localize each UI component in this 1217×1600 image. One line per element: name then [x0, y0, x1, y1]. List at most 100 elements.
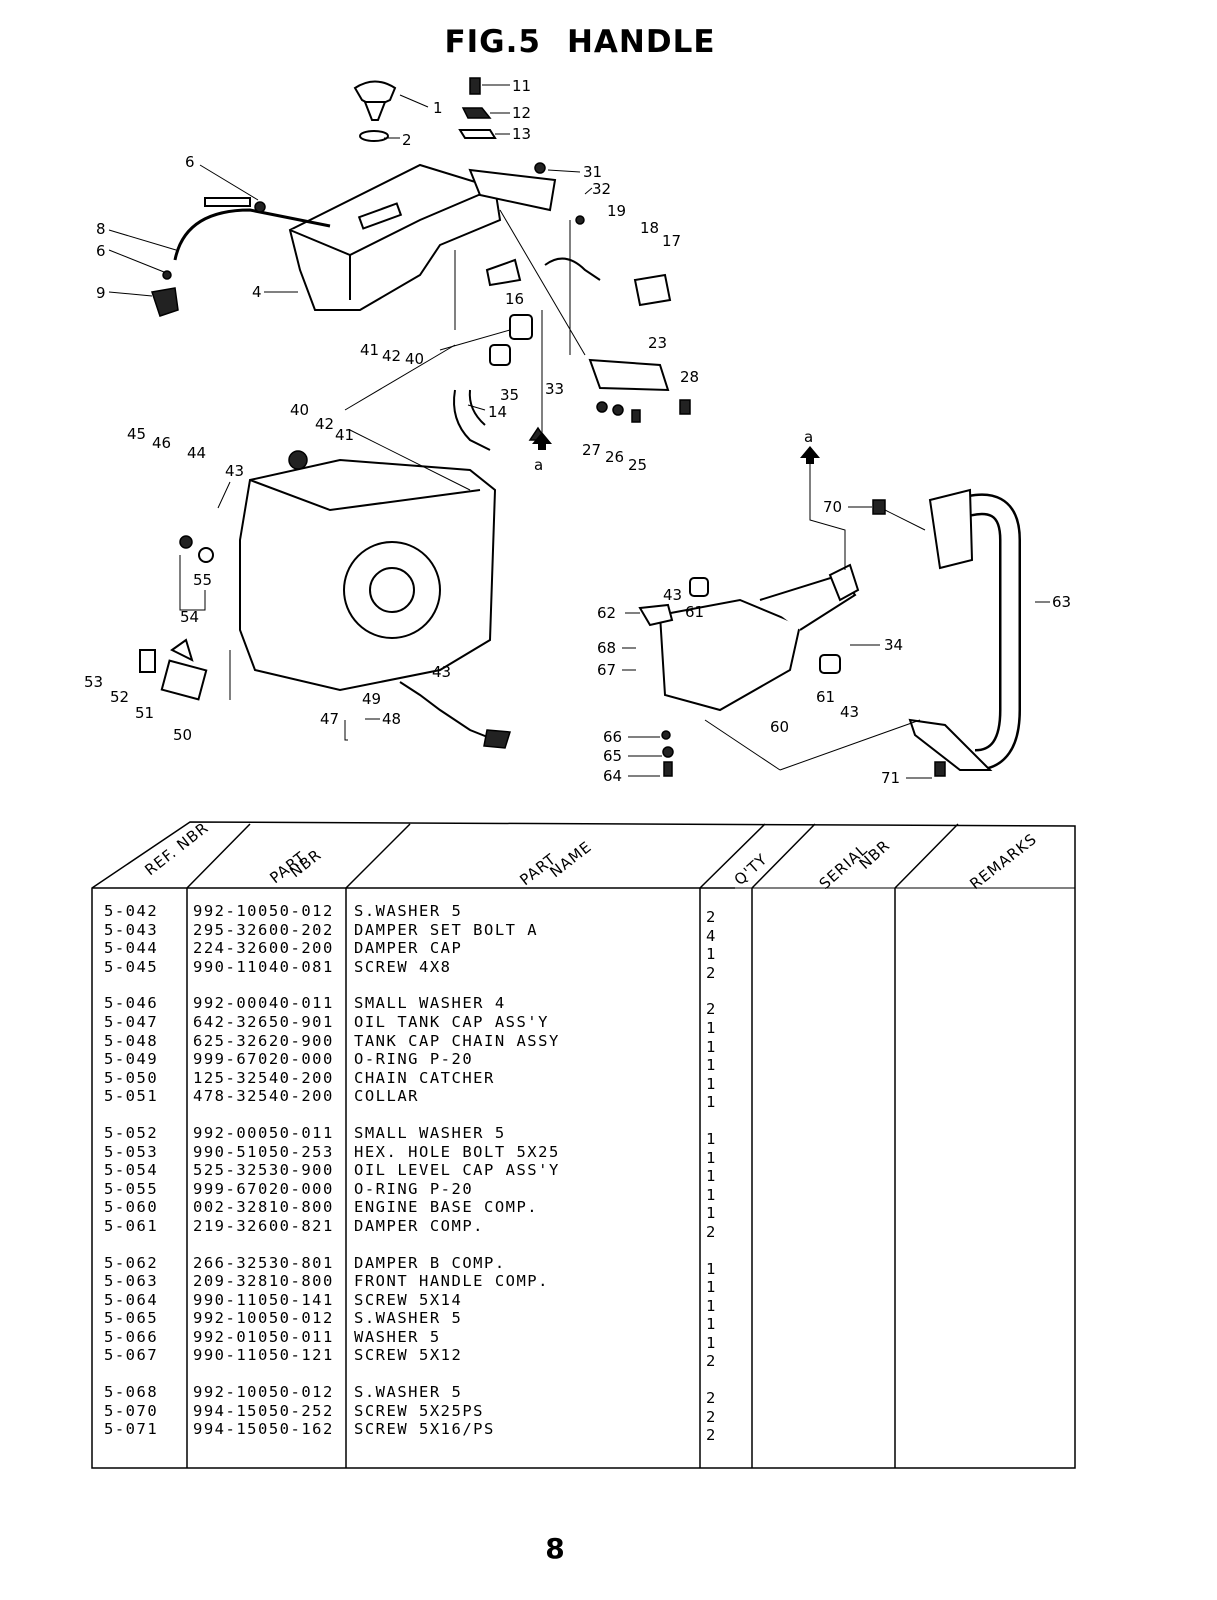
qty-cell: 2 — [706, 1407, 717, 1426]
ref-cell: 5-070 — [104, 1401, 159, 1420]
callout-51: 51 — [135, 704, 154, 722]
callout-61a: 61 — [685, 603, 704, 621]
callout-a-right: a — [804, 428, 813, 446]
figure-name: HANDLE — [566, 24, 716, 60]
ref-cell: 5-055 — [104, 1179, 159, 1198]
damper-parts-drawing — [453, 314, 691, 451]
oil-tank-drawing — [288, 163, 502, 311]
page-number: 8 — [545, 1532, 565, 1565]
part-cell: 224-32600-200 — [193, 939, 334, 958]
callout-71: 71 — [881, 769, 900, 787]
name-cell: DAMPER COMP. — [354, 1216, 484, 1235]
ref-cell: 5-060 — [104, 1198, 159, 1217]
callout-43d: 43 — [840, 703, 859, 721]
part-cell: 992-10050-012 — [193, 1383, 334, 1402]
arrow-a-markers — [532, 310, 846, 570]
callout-26: 26 — [605, 448, 624, 466]
part-cell: 990-11050-141 — [193, 1290, 334, 1309]
qty-cell: 2 — [706, 1000, 717, 1019]
name-cell: SCREW 5X12 — [354, 1346, 463, 1365]
ref-cell: 5-042 — [104, 902, 159, 920]
ref-cell: 5-066 — [104, 1327, 159, 1346]
callout-55: 55 — [193, 571, 212, 589]
callout-4: 4 — [252, 283, 262, 301]
callout-43a: 43 — [225, 462, 244, 480]
qty-cell: 4 — [706, 926, 717, 945]
callout-18: 18 — [640, 219, 659, 237]
callout-61b: 61 — [816, 688, 835, 706]
qty-cell: 2 — [706, 1352, 717, 1371]
callout-49: 49 — [362, 690, 381, 708]
part-cell: 002-32810-800 — [193, 1198, 334, 1217]
name-cell: SCREW 5X14 — [354, 1290, 463, 1309]
callout-40b: 40 — [290, 401, 309, 419]
top-bracket-drawing — [458, 77, 672, 307]
front-handle-drawing — [872, 488, 1021, 777]
callout-62: 62 — [597, 604, 616, 622]
name-cell: OIL LEVEL CAP ASS'Y — [354, 1161, 560, 1180]
part-cell: 478-32540-200 — [193, 1087, 334, 1106]
qty-cell: 1 — [706, 1093, 717, 1112]
name-cell: SMALL WASHER 5 — [354, 1123, 506, 1142]
part-cell: 295-32600-202 — [193, 920, 334, 939]
figure-number: FIG.5 — [444, 24, 541, 60]
ref-cell: 5-045 — [104, 957, 159, 976]
qty-cell: 1 — [706, 1018, 717, 1037]
callout-28: 28 — [680, 368, 699, 386]
name-cell: SCREW 5X25PS — [354, 1401, 484, 1420]
callout-12: 12 — [512, 104, 531, 122]
callout-a-left: a — [534, 456, 543, 474]
callout-6a: 6 — [185, 153, 195, 171]
callout-2: 2 — [402, 131, 412, 149]
engine-crankcase-drawing — [139, 450, 511, 749]
callout-66: 66 — [603, 728, 622, 746]
callout-23: 23 — [648, 334, 667, 352]
part-cell: 999-67020-000 — [193, 1050, 334, 1069]
qty-cell: 1 — [706, 1074, 717, 1093]
callout-52: 52 — [110, 688, 129, 706]
qty-cell: 1 — [706, 1204, 717, 1223]
callout-41a: 41 — [360, 341, 379, 359]
name-cell: S.WASHER 5 — [354, 1309, 463, 1328]
part-cell: 990-11050-121 — [193, 1346, 334, 1365]
header-part-nbr-b: NBR — [286, 845, 325, 881]
callout-64: 64 — [603, 767, 622, 785]
callout-33: 33 — [545, 380, 564, 398]
name-cell: DAMPER B COMP. — [354, 1253, 506, 1272]
header-qty: Q'TY — [731, 850, 771, 889]
part-cell: 994-15050-162 — [193, 1420, 334, 1439]
callout-8: 8 — [96, 220, 106, 238]
callout-60: 60 — [770, 718, 789, 736]
callout-14: 14 — [488, 403, 507, 421]
callout-67: 67 — [597, 661, 616, 679]
callout-13: 13 — [512, 125, 531, 143]
figure-title: FIG.5 HANDLE — [0, 24, 1160, 60]
qty-cell: 1 — [706, 1259, 717, 1278]
callout-35: 35 — [500, 386, 519, 404]
header-ref-nbr: REF. NBR — [141, 820, 212, 879]
parts-table-body: 5-042 992-10050-012 S.WASHER 5 2 5-043 295-3… — [0, 902, 1217, 1457]
ref-cell: 5-043 — [104, 920, 159, 939]
qty-cell: 2 — [706, 1426, 717, 1445]
qty-cell: 2 — [706, 963, 717, 982]
qty-cell: 2 — [706, 908, 717, 926]
qty-cell: 1 — [706, 1148, 717, 1167]
ref-cell: 5-052 — [104, 1123, 159, 1142]
callout-labels: 1 2 4 6 6 8 9 11 12 13 14 16 17 18 19 23… — [84, 77, 1071, 787]
